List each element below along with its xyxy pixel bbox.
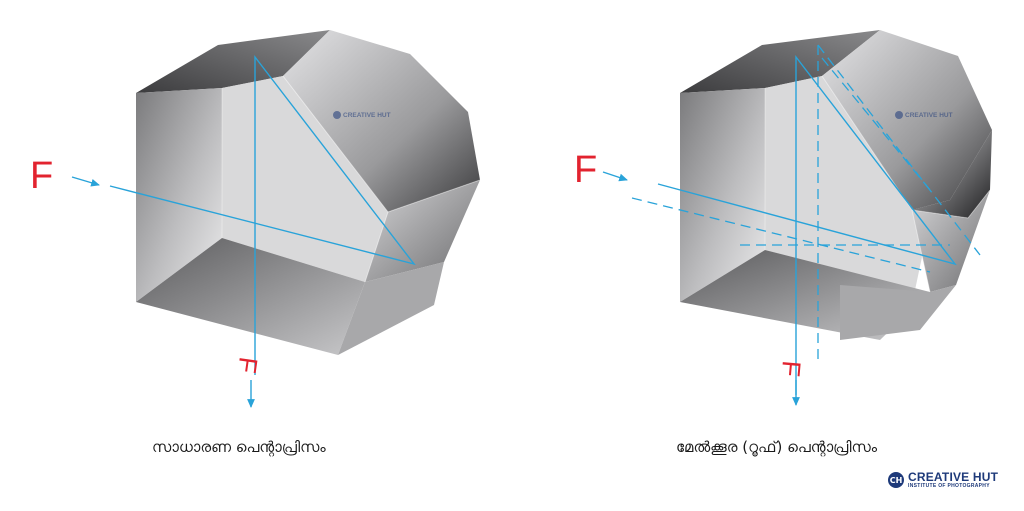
watermark-text: CREATIVE HUT <box>343 111 391 119</box>
roof-face-ridge <box>912 130 992 218</box>
entry-arrow <box>71 176 100 187</box>
light-ray <box>109 54 416 375</box>
watermark-logo-icon <box>333 111 341 119</box>
caption-right: മേൽക്കൂര (റൂഫ്) പെന്റാപ്രിസം <box>676 438 878 456</box>
prism-face-front-inner <box>765 76 932 290</box>
watermark-right: CREATIVE HUT <box>895 111 953 119</box>
output-image-label: F <box>776 359 807 377</box>
brand-subtitle: INSTITUTE OF PHOTOGRAPHY <box>908 483 990 489</box>
light-path-right-dashed <box>631 44 981 365</box>
brand-logo: CH CREATIVE HUT INSTITUTE OF PHOTOGRAPHY <box>888 468 998 492</box>
prism-face-front-inner <box>222 76 388 282</box>
output-image-label: F <box>232 355 264 375</box>
prism-face-lower-front <box>338 262 444 355</box>
prism-face-lower-front <box>840 285 956 340</box>
input-image-label: F <box>574 149 597 191</box>
pentaprism-left <box>136 30 481 355</box>
entry-arrow <box>602 171 628 182</box>
prism-face-bottom <box>136 238 365 355</box>
brand-name: CREATIVE HUT <box>908 470 999 484</box>
prism-face-upper-right <box>283 30 480 212</box>
prism-face-top <box>136 30 330 93</box>
prism-face-lower-right <box>365 180 480 282</box>
watermark-left: CREATIVE HUT <box>333 111 391 119</box>
roof-pentaprism-right <box>680 30 992 340</box>
watermark-logo-icon <box>895 111 903 119</box>
brand-mark-icon: CH <box>888 472 904 488</box>
prism-face-lower-right <box>912 190 990 292</box>
light-path-right <box>602 54 957 406</box>
prism-face-front <box>136 88 222 302</box>
prism-face-front <box>680 88 765 302</box>
light-path-left <box>71 54 416 408</box>
light-ray <box>657 54 957 395</box>
roof-face-upper <box>822 30 992 210</box>
caption-left: സാധാരണ പെന്റാപ്രിസം <box>152 438 326 456</box>
watermark-text: CREATIVE HUT <box>905 111 953 119</box>
prism-face-top <box>680 30 880 93</box>
input-image-label: F <box>30 155 53 197</box>
